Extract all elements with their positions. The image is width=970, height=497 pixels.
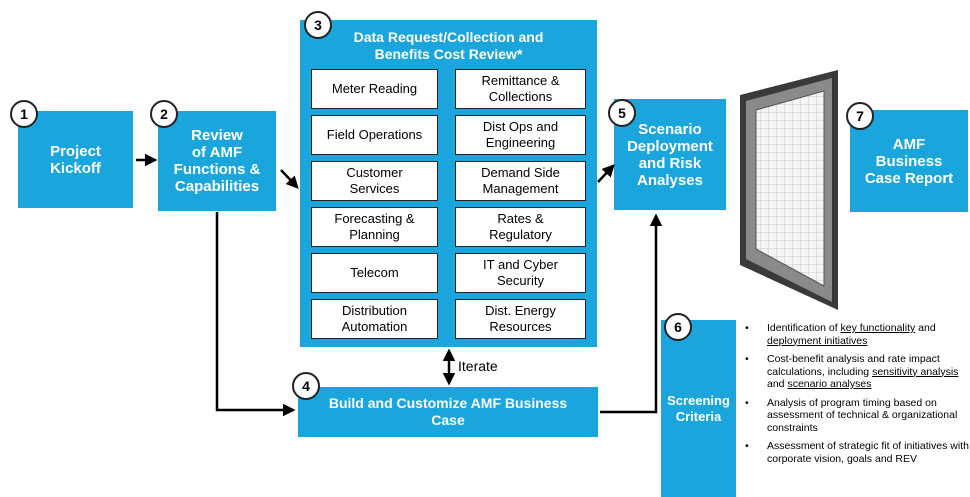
- screening-criteria-list: Identification of key functionality and …: [745, 322, 970, 471]
- arrow-2-to-4: [215, 212, 296, 417]
- category-demand-side-management: Demand Side Management: [455, 161, 586, 201]
- step-7-label: AMF Business Case Report: [864, 135, 954, 187]
- step-6-label: Screening Criteria: [667, 392, 730, 424]
- category-dist-energy-resources: Dist. Energy Resources: [455, 299, 586, 339]
- category-customer-services: Customer Services: [311, 161, 438, 201]
- category-remittance-collections: Remittance & Collections: [455, 69, 586, 109]
- category-forecasting-planning: Forecasting & Planning: [311, 207, 438, 247]
- step-6-box: Screening Criteria: [661, 320, 736, 497]
- step-1-badge: 1: [10, 100, 38, 128]
- step-2-badge: 2: [150, 100, 178, 128]
- step-7-box: AMF Business Case Report: [850, 110, 968, 212]
- step-5-badge: 5: [608, 99, 636, 127]
- step-3-badge: 3: [304, 11, 332, 39]
- step-4-badge: 4: [292, 372, 320, 400]
- category-field-operations: Field Operations: [311, 115, 438, 155]
- step-6-badge: 6: [664, 313, 692, 341]
- category-rates-regulatory: Rates & Regulatory: [455, 207, 586, 247]
- category-meter-reading: Meter Reading: [311, 69, 438, 109]
- category-dist-ops-engineering: Dist Ops and Engineering: [455, 115, 586, 155]
- step-1-label: Project Kickoff: [50, 142, 101, 177]
- step-5-label: Scenario Deployment and Risk Analyses: [627, 120, 713, 189]
- step-7-badge: 7: [846, 102, 874, 130]
- category-it-cyber-security: IT and Cyber Security: [455, 253, 586, 293]
- step-3-title: Data Request/Collection and Benefits Cos…: [353, 29, 544, 62]
- step-2-box: Review of AMF Functions & Capabilities: [158, 111, 276, 211]
- category-distribution-automation: Distribution Automation: [311, 299, 438, 339]
- step-4-label: Build and Customize AMF Business Case: [328, 395, 568, 428]
- criterion-2: Cost-benefit analysis and rate impact ca…: [745, 353, 970, 391]
- arrow-2-to-3: [280, 169, 299, 189]
- iterate-label: Iterate: [458, 358, 498, 374]
- criterion-1: Identification of key functionality and …: [745, 322, 970, 347]
- criterion-4: Assessment of strategic fit of initiativ…: [745, 440, 970, 465]
- arrow-3-to-5: [597, 164, 615, 183]
- frame-screen: [755, 90, 825, 287]
- category-telecom: Telecom: [311, 253, 438, 293]
- step-4-box: Build and Customize AMF Business Case: [298, 387, 598, 437]
- step-2-label: Review of AMF Functions & Capabilities: [173, 127, 261, 195]
- criterion-3: Analysis of program timing based on asse…: [745, 397, 970, 435]
- step-1-box: Project Kickoff: [18, 111, 133, 208]
- arrow-4-to-5: [600, 213, 663, 414]
